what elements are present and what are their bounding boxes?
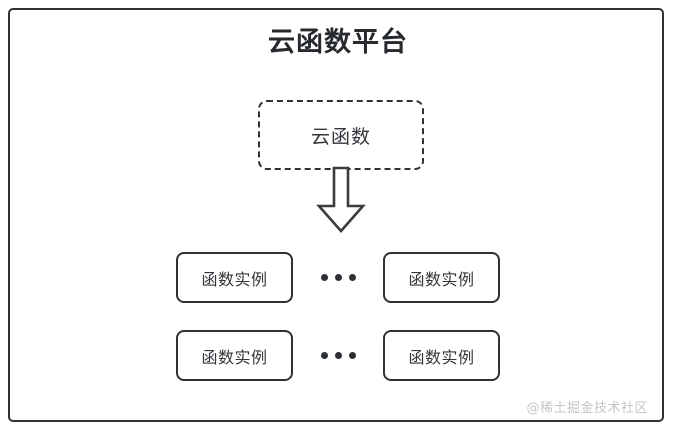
instance-label: 函数实例 <box>408 347 475 367</box>
instance-box: 函数实例 <box>176 330 293 381</box>
down-arrow-icon <box>313 166 369 234</box>
ellipsis-dot <box>334 352 342 359</box>
instance-label: 函数实例 <box>201 347 268 367</box>
ellipsis-dot <box>320 352 328 359</box>
cloud-function-label: 云函数 <box>310 125 371 148</box>
ellipsis-icon <box>293 330 383 381</box>
instance-label: 函数实例 <box>408 269 475 289</box>
ellipsis-dot <box>320 274 328 281</box>
instance-box: 函数实例 <box>176 252 293 303</box>
ellipsis-icon <box>293 252 383 303</box>
ellipsis-dot <box>348 352 356 359</box>
instance-grid: 函数实例 函数实例 函数实例 函数实例 <box>176 252 500 381</box>
instance-label: 函数实例 <box>201 269 268 289</box>
ellipsis-dot <box>334 274 342 281</box>
watermark: @稀土掘金技术社区 <box>526 401 648 416</box>
ellipsis-dot <box>348 274 356 281</box>
instance-row: 函数实例 函数实例 <box>176 330 500 381</box>
instance-box: 函数实例 <box>383 330 500 381</box>
cloud-function-node: 云函数 <box>258 100 424 170</box>
page-title: 云函数平台 <box>268 27 408 58</box>
instance-box: 函数实例 <box>383 252 500 303</box>
instance-row: 函数实例 函数实例 <box>176 252 500 303</box>
